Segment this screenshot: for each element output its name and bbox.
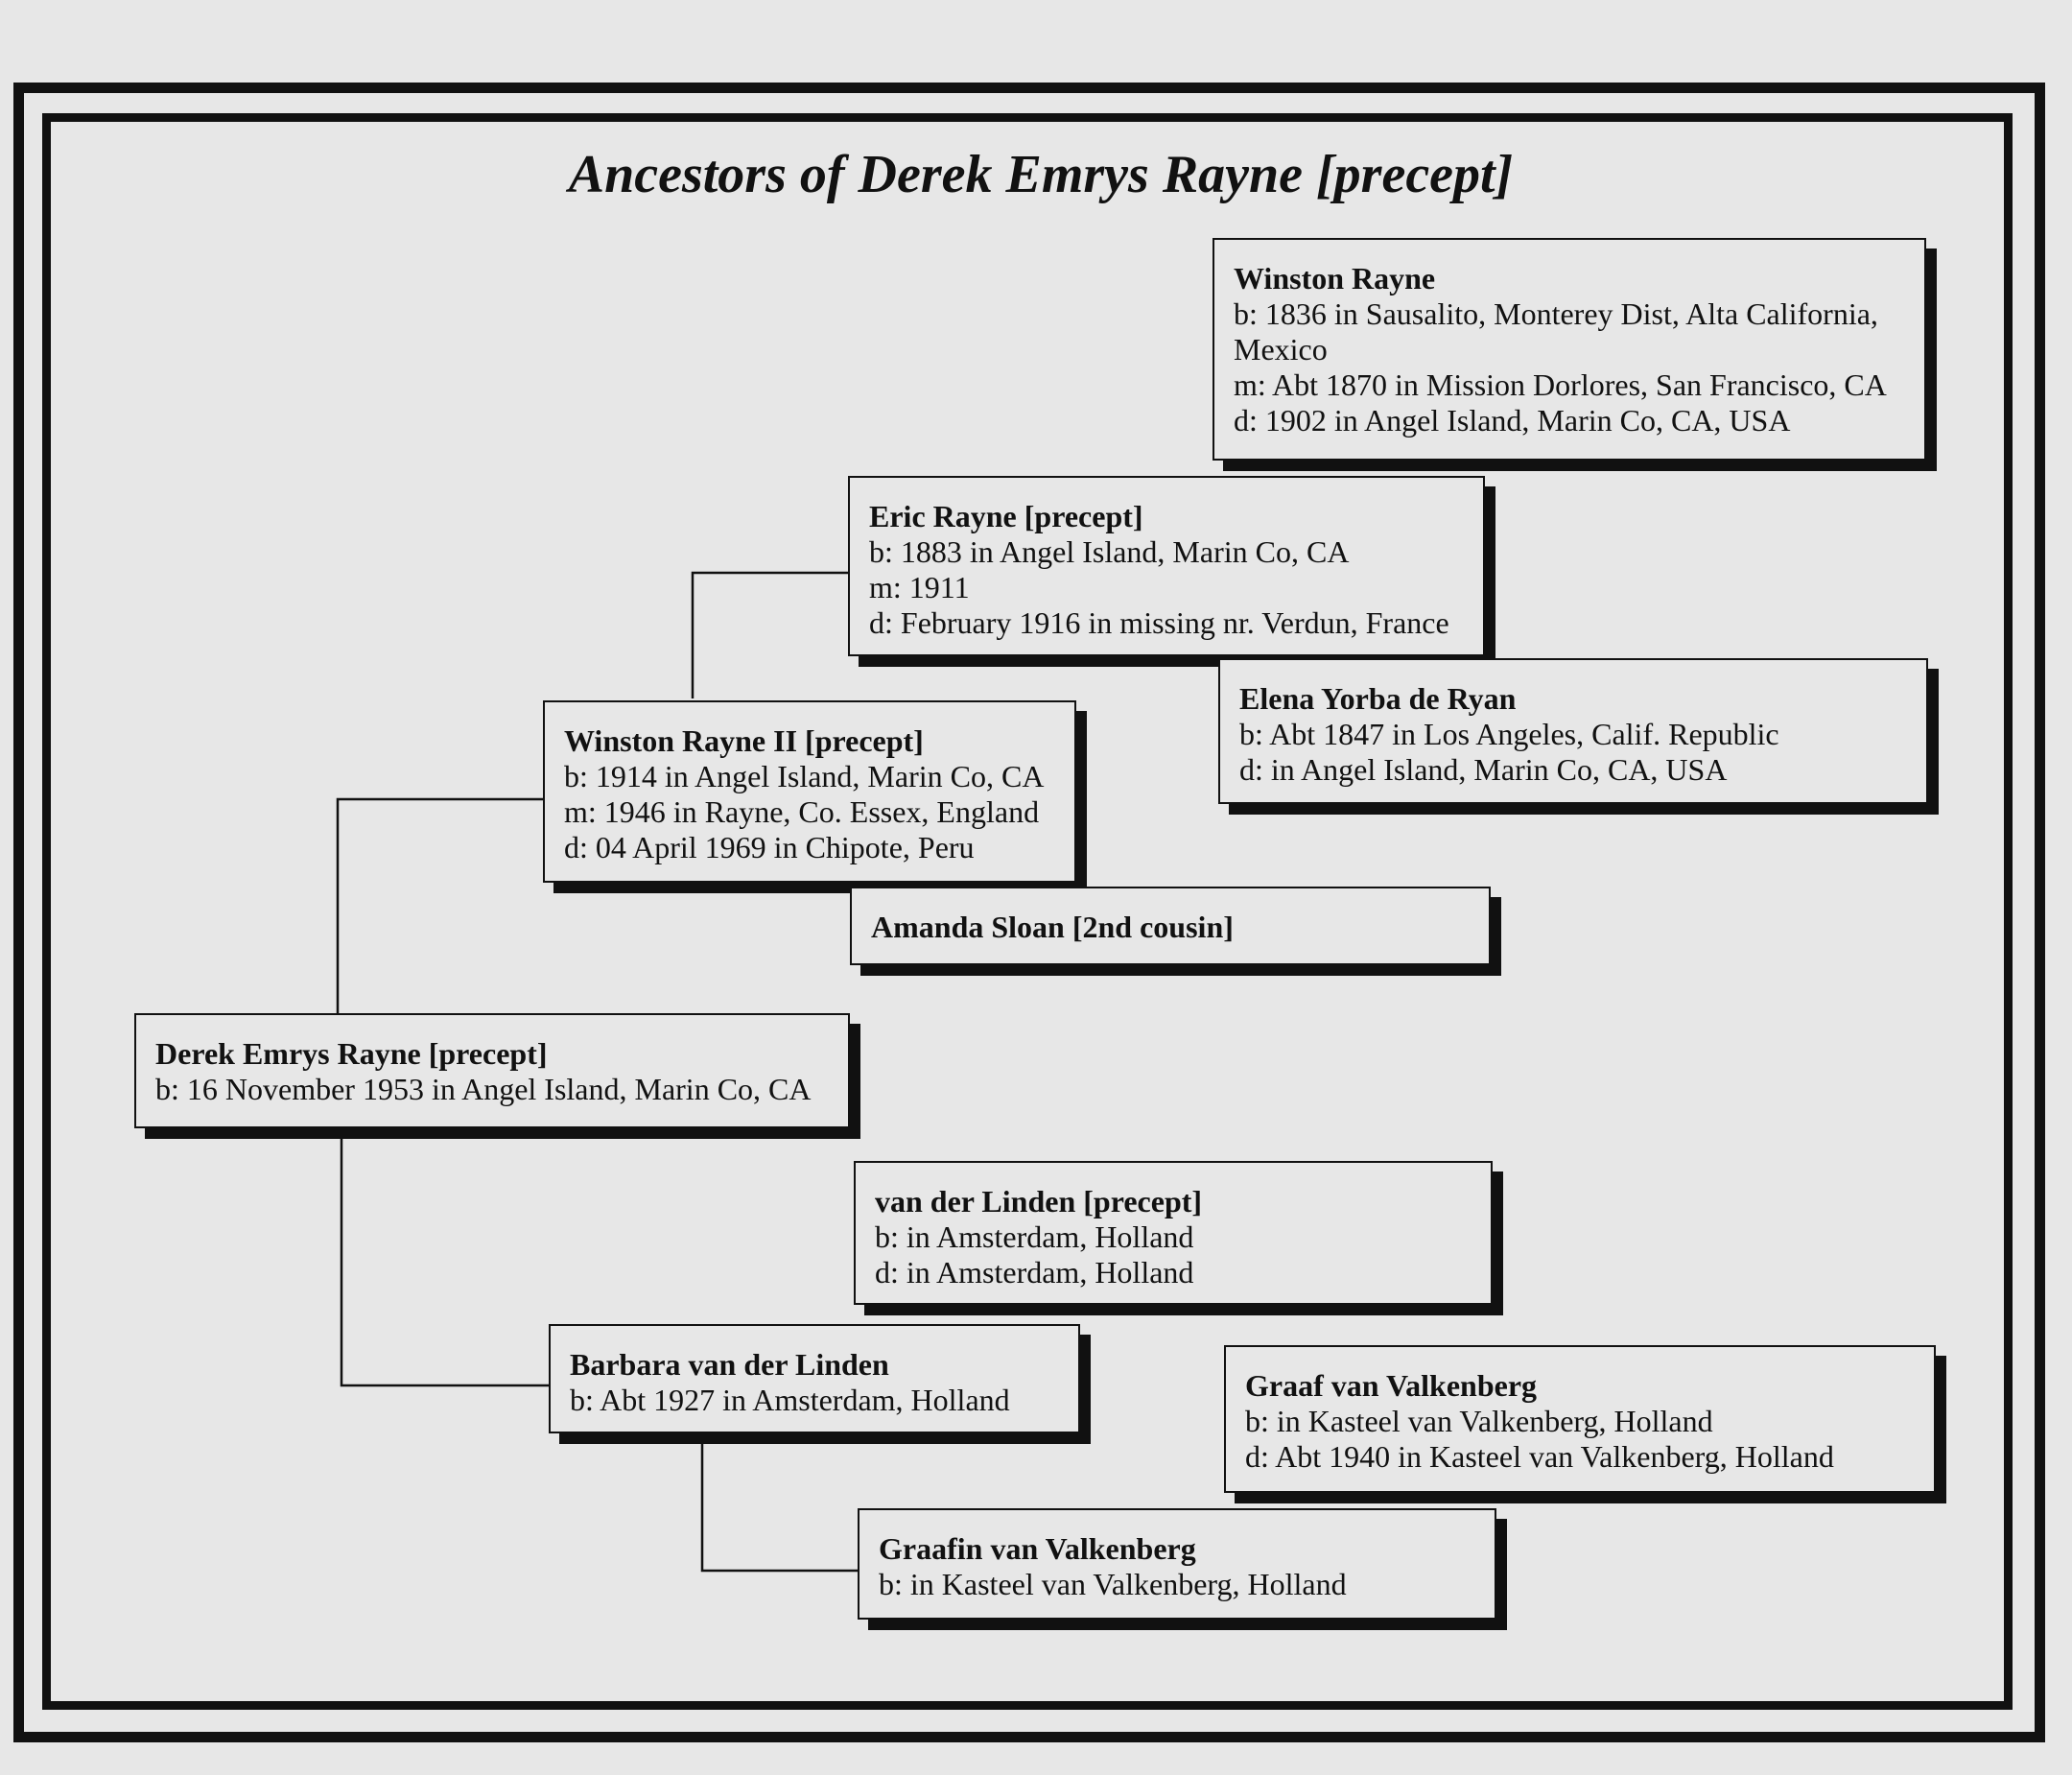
person-birth: b: Abt 1847 in Los Angeles, Calif. Repub… (1239, 717, 1779, 751)
person-name: Barbara van der Linden (570, 1347, 889, 1382)
person-death: d: in Amsterdam, Holland (875, 1255, 1194, 1290)
person-birth: b: 1883 in Angel Island, Marin Co, CA (869, 534, 1350, 569)
person-marriage: m: 1946 in Rayne, Co. Essex, England (564, 794, 1040, 829)
person-birth: b: in Kasteel van Valkenberg, Holland (1245, 1404, 1713, 1438)
person-marriage: m: Abt 1870 in Mission Dorlores, San Fra… (1234, 367, 1887, 402)
person-name: Eric Rayne [precept] (869, 499, 1143, 533)
outer-border (13, 83, 2045, 1742)
person-box-derek-emrys-rayne[interactable]: Derek Emrys Rayne [precept] b: 16 Novemb… (134, 1013, 850, 1128)
person-death: d: February 1916 in missing nr. Verdun, … (869, 605, 1449, 640)
person-name: Winston Rayne (1234, 261, 1436, 296)
person-name: Graaf van Valkenberg (1245, 1368, 1538, 1403)
person-box-van-der-linden[interactable]: van der Linden [precept] b: in Amsterdam… (854, 1161, 1493, 1305)
person-name: Graafin van Valkenberg (879, 1531, 1196, 1566)
person-box-winston-rayne[interactable]: Winston Rayne b: 1836 in Sausalito, Mont… (1213, 238, 1926, 461)
person-name: van der Linden [precept] (875, 1184, 1203, 1219)
person-box-winston-rayne-ii[interactable]: Winston Rayne II [precept] b: 1914 in An… (543, 700, 1076, 883)
connector-barbara-to-graafin (700, 1441, 858, 1573)
person-name: Elena Yorba de Ryan (1239, 681, 1517, 716)
connector-winston2-to-eric (691, 571, 848, 698)
chart-title: Ancestors of Derek Emrys Rayne [precept] (568, 145, 1514, 204)
person-box-elena-yorba-de-ryan[interactable]: Elena Yorba de Ryan b: Abt 1847 in Los A… (1218, 658, 1928, 804)
person-box-amanda-sloan[interactable]: Amanda Sloan [2nd cousin] (850, 887, 1491, 965)
person-birth: b: Abt 1927 in Amsterdam, Holland (570, 1383, 1010, 1417)
person-name: Amanda Sloan [2nd cousin] (871, 910, 1234, 944)
person-death: d: 1902 in Angel Island, Marin Co, CA, U… (1234, 403, 1791, 438)
person-box-graaf-van-valkenberg[interactable]: Graaf van Valkenberg b: in Kasteel van V… (1224, 1345, 1936, 1493)
person-box-graafin-van-valkenberg[interactable]: Graafin van Valkenberg b: in Kasteel van… (858, 1508, 1496, 1620)
person-birth: b: in Kasteel van Valkenberg, Holland (879, 1567, 1347, 1601)
person-death: d: 04 April 1969 in Chipote, Peru (564, 830, 975, 864)
person-death: d: in Angel Island, Marin Co, CA, USA (1239, 752, 1728, 787)
person-name: Derek Emrys Rayne [precept] (155, 1036, 548, 1071)
person-box-barbara-van-der-linden[interactable]: Barbara van der Linden b: Abt 1927 in Am… (549, 1324, 1080, 1433)
person-marriage: m: 1911 (869, 570, 970, 604)
person-birth: b: 1914 in Angel Island, Marin Co, CA (564, 759, 1045, 793)
person-birth: b: in Amsterdam, Holland (875, 1219, 1194, 1254)
person-box-eric-rayne[interactable]: Eric Rayne [precept] b: 1883 in Angel Is… (848, 476, 1485, 656)
person-birth: b: 1836 in Sausalito, Monterey Dist, Alt… (1234, 296, 1878, 367)
person-birth: b: 16 November 1953 in Angel Island, Mar… (155, 1072, 812, 1106)
connector-derek-to-winston2 (336, 797, 545, 1013)
inner-border (42, 113, 2013, 1710)
person-death: d: Abt 1940 in Kasteel van Valkenberg, H… (1245, 1439, 1834, 1474)
connector-derek-to-barbara (340, 1136, 549, 1387)
person-name: Winston Rayne II [precept] (564, 723, 924, 758)
